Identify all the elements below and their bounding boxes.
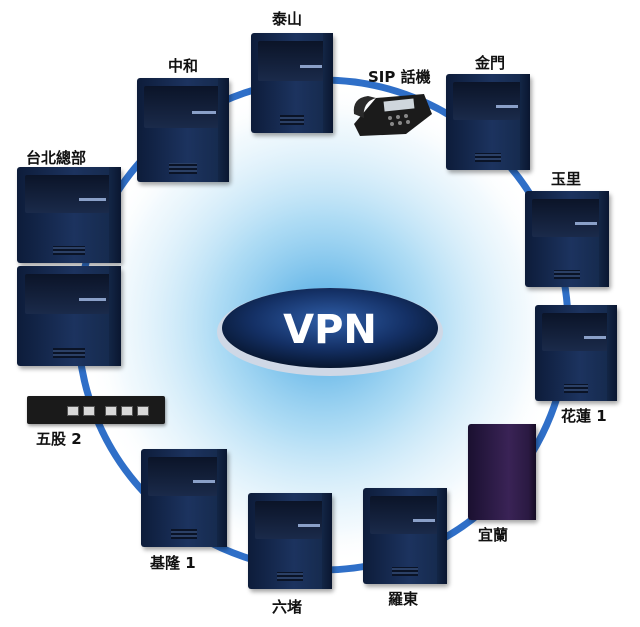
node-label-taishan: 泰山 xyxy=(272,10,303,28)
pbx-unit-taipei-bottom xyxy=(17,266,121,366)
pbx-unit-taipei-top xyxy=(17,167,121,263)
pbx-unit-hualien xyxy=(535,305,617,401)
node-label-luodong: 羅東 xyxy=(388,590,419,608)
node-label-yilan: 宜蘭 xyxy=(478,526,509,544)
pbx-unit-keelung xyxy=(141,449,227,547)
node-label-wugu: 五股 2 xyxy=(36,430,82,448)
sip-phone-icon xyxy=(353,94,432,136)
node-label-keelung: 基隆 1 xyxy=(150,554,196,572)
hub-label: VPN xyxy=(283,307,377,353)
pbx-unit-jinmen xyxy=(446,74,530,170)
pbx-unit-liudu xyxy=(248,493,332,589)
node-label-liudu: 六堵 xyxy=(272,598,303,616)
pbx-unit-yilan xyxy=(468,424,536,520)
node-label-hualien: 花蓮 1 xyxy=(561,407,607,425)
pbx-unit-zhonghe xyxy=(137,78,229,182)
node-label-jinmen: 金門 xyxy=(475,54,506,72)
rack-unit-wugu xyxy=(27,396,165,424)
node-label-zhonghe: 中和 xyxy=(168,57,199,75)
node-label-yuli: 玉里 xyxy=(551,170,582,188)
pbx-unit-luodong xyxy=(363,488,447,584)
hub-ellipse xyxy=(222,288,438,368)
pbx-unit-taishan xyxy=(251,33,333,133)
node-label-sip: SIP 話機 xyxy=(368,68,431,86)
pbx-unit-yuli xyxy=(525,191,609,287)
node-label-taipei: 台北總部 xyxy=(26,149,87,167)
